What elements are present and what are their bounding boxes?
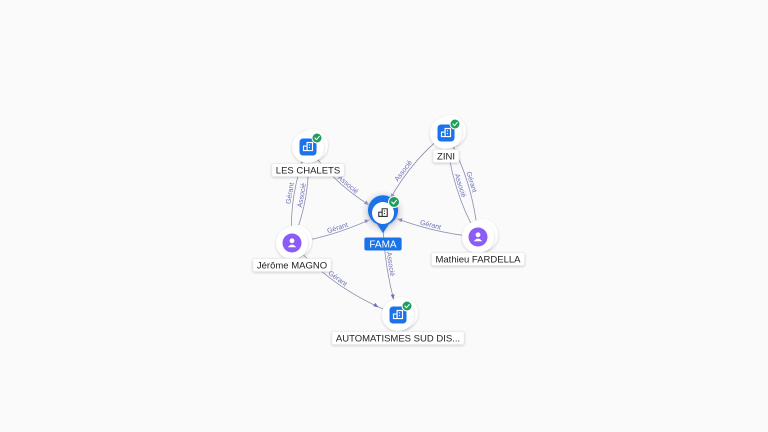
node-label-bg bbox=[252, 258, 332, 272]
node-fama[interactable]: FAMA bbox=[361, 190, 405, 251]
edge-arrow-icon bbox=[390, 294, 395, 300]
node-label-bg bbox=[331, 331, 465, 345]
edge-label: Gérant bbox=[326, 222, 349, 235]
edge-label: Associé bbox=[297, 183, 308, 208]
check-badge-icon bbox=[388, 196, 400, 208]
node-les-chalets[interactable]: LES CHALETS bbox=[271, 129, 345, 177]
node-mathieu[interactable]: Mathieu FARDELLA bbox=[431, 219, 525, 266]
edge-arrow-icon bbox=[373, 302, 379, 308]
edge-label: Associé bbox=[336, 175, 359, 196]
person-icon bbox=[473, 232, 483, 242]
node-label: FAMA bbox=[369, 239, 397, 250]
node-label: Mathieu FARDELLA bbox=[435, 254, 521, 265]
building-icon bbox=[392, 309, 404, 320]
node-automatismes[interactable]: AUTOMATISMES SUD DIS... bbox=[331, 297, 465, 345]
check-badge-icon bbox=[401, 300, 413, 312]
person-icon bbox=[287, 238, 297, 248]
edge-label: Associé bbox=[385, 251, 396, 276]
node-label-bg bbox=[364, 237, 402, 251]
edge-label: Associé bbox=[394, 159, 414, 183]
edge-label: Gérant bbox=[327, 270, 349, 288]
node-label: AUTOMATISMES SUD DIS... bbox=[336, 333, 460, 344]
building-icon bbox=[378, 208, 388, 217]
building-icon bbox=[440, 127, 452, 138]
pin-inner bbox=[372, 202, 394, 224]
edge-line bbox=[291, 242, 399, 316]
edge-label: Gérant bbox=[419, 219, 442, 231]
node-jerome[interactable]: Jérôme MAGNO bbox=[252, 225, 332, 272]
node-label-bg bbox=[271, 163, 345, 177]
node-zini[interactable]: ZINI bbox=[430, 115, 466, 163]
node-label: LES CHALETS bbox=[276, 165, 340, 176]
check-badge-icon bbox=[311, 132, 323, 144]
node-label-bg bbox=[432, 149, 460, 163]
nodes-layer: FAMA LES CHALETS ZINI AUTOMATISMES SUD DIS.… bbox=[252, 115, 525, 345]
node-label-bg bbox=[431, 252, 525, 266]
edge-label: Gérant bbox=[285, 182, 295, 204]
node-label: ZINI bbox=[437, 151, 455, 162]
edge-label: Gérant bbox=[465, 171, 478, 194]
node-label: Jérôme MAGNO bbox=[257, 260, 327, 271]
edge-label: Associé bbox=[453, 173, 467, 199]
check-badge-icon bbox=[449, 118, 461, 130]
building-icon bbox=[302, 141, 314, 152]
edge-jerome-automatismes: Gérant bbox=[291, 242, 399, 316]
